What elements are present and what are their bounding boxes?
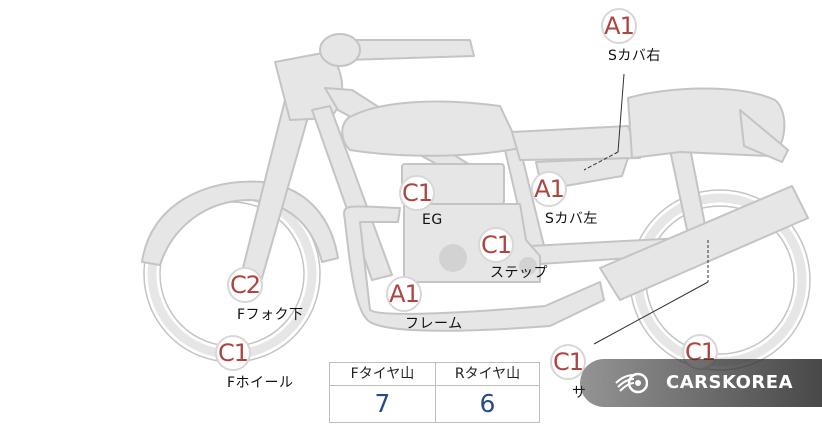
front-tire-header: Fタイヤ山: [330, 363, 435, 386]
part-label-engine: EG: [422, 212, 443, 228]
leader-line-s-cover-right: [617, 73, 625, 153]
grade-marker-s-cover-right[interactable]: A1: [601, 8, 637, 44]
grade-marker-front-wheel[interactable]: C1: [215, 335, 251, 371]
carskorea-watermark: CARSKOREA: [580, 359, 822, 407]
grade-marker-side-stand[interactable]: C1: [550, 344, 586, 380]
carskorea-logo-icon: [615, 372, 648, 394]
rear-tire-column: Rタイヤ山 6: [435, 363, 540, 422]
grade-marker-s-cover-left[interactable]: A1: [531, 171, 567, 207]
fuel-tank-shape: [341, 100, 521, 157]
muffler-shape: [599, 185, 809, 301]
part-label-s-cover-right: Sカバ右: [608, 48, 661, 64]
grade-marker-engine[interactable]: C1: [399, 175, 435, 211]
front-tire-column: Fタイヤ山 7: [330, 363, 436, 422]
rear-tire-header: Rタイヤ山: [435, 363, 540, 386]
leader-line-side-stand-2: [593, 281, 709, 345]
rear-tire-value: 6: [479, 389, 496, 418]
part-label-frame: フレーム: [405, 316, 463, 332]
part-label-front-fork-lower: Fフォク下: [237, 307, 304, 323]
mirror-shape: [319, 33, 361, 67]
grade-marker-step[interactable]: C1: [478, 227, 514, 263]
grade-marker-front-fork-lower[interactable]: C2: [227, 267, 263, 303]
leader-line-s-cover-right-dash: [583, 151, 619, 171]
tail-light-shape: [739, 109, 789, 163]
grade-marker-frame[interactable]: A1: [386, 276, 422, 312]
part-label-front-wheel: Fホイール: [227, 375, 294, 391]
tire-tread-table: Fタイヤ山 7 Rタイヤ山 6: [329, 362, 540, 423]
front-tire-value: 7: [374, 389, 391, 418]
engine-cover-shape: [439, 244, 467, 272]
exhaust-pipe-shape: [343, 205, 605, 332]
watermark-text: CARSKOREA: [666, 372, 793, 393]
part-label-step: ステップ: [490, 265, 548, 281]
front-fender-shape: [141, 180, 339, 266]
step-peg-shape: [519, 257, 537, 275]
part-label-s-cover-left: Sカバ左: [545, 211, 598, 227]
seat-shape: [511, 125, 641, 161]
